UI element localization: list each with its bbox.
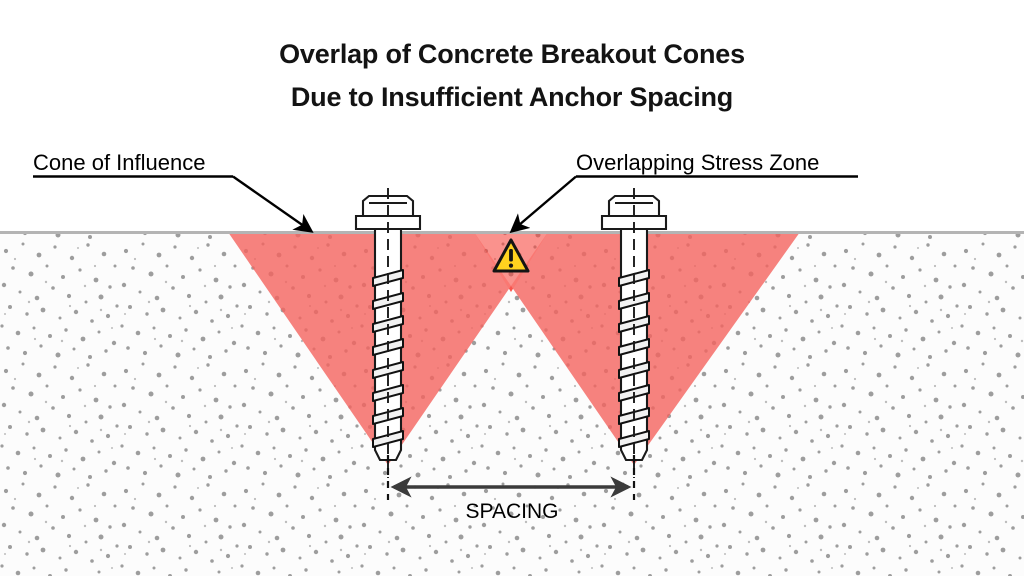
callout-overlapping-stress-zone: Overlapping Stress Zone [509, 150, 858, 234]
diagram-title: Overlap of Concrete Breakout Cones Due t… [279, 39, 745, 112]
warning-triangle-icon [492, 238, 530, 273]
anchor-left [354, 188, 422, 478]
callout-cone-of-influence: Cone of Influence [33, 150, 314, 233]
overlapping-stress-zone-leader-arrow [509, 175, 577, 234]
cone-of-influence-leader-arrow [232, 175, 314, 233]
spacing-dimension: SPACING [386, 455, 636, 523]
cone-of-influence-label: Cone of Influence [33, 150, 205, 175]
warning-exclamation-dot [508, 263, 514, 268]
warning-exclamation-bar [509, 249, 513, 262]
title-line-1: Overlap of Concrete Breakout Cones [279, 39, 745, 69]
title-line-2: Due to Insufficient Anchor Spacing [291, 82, 733, 112]
spacing-label: SPACING [466, 500, 559, 523]
overlapping-stress-zone-label: Overlapping Stress Zone [576, 150, 819, 175]
anchor-right [600, 188, 668, 478]
